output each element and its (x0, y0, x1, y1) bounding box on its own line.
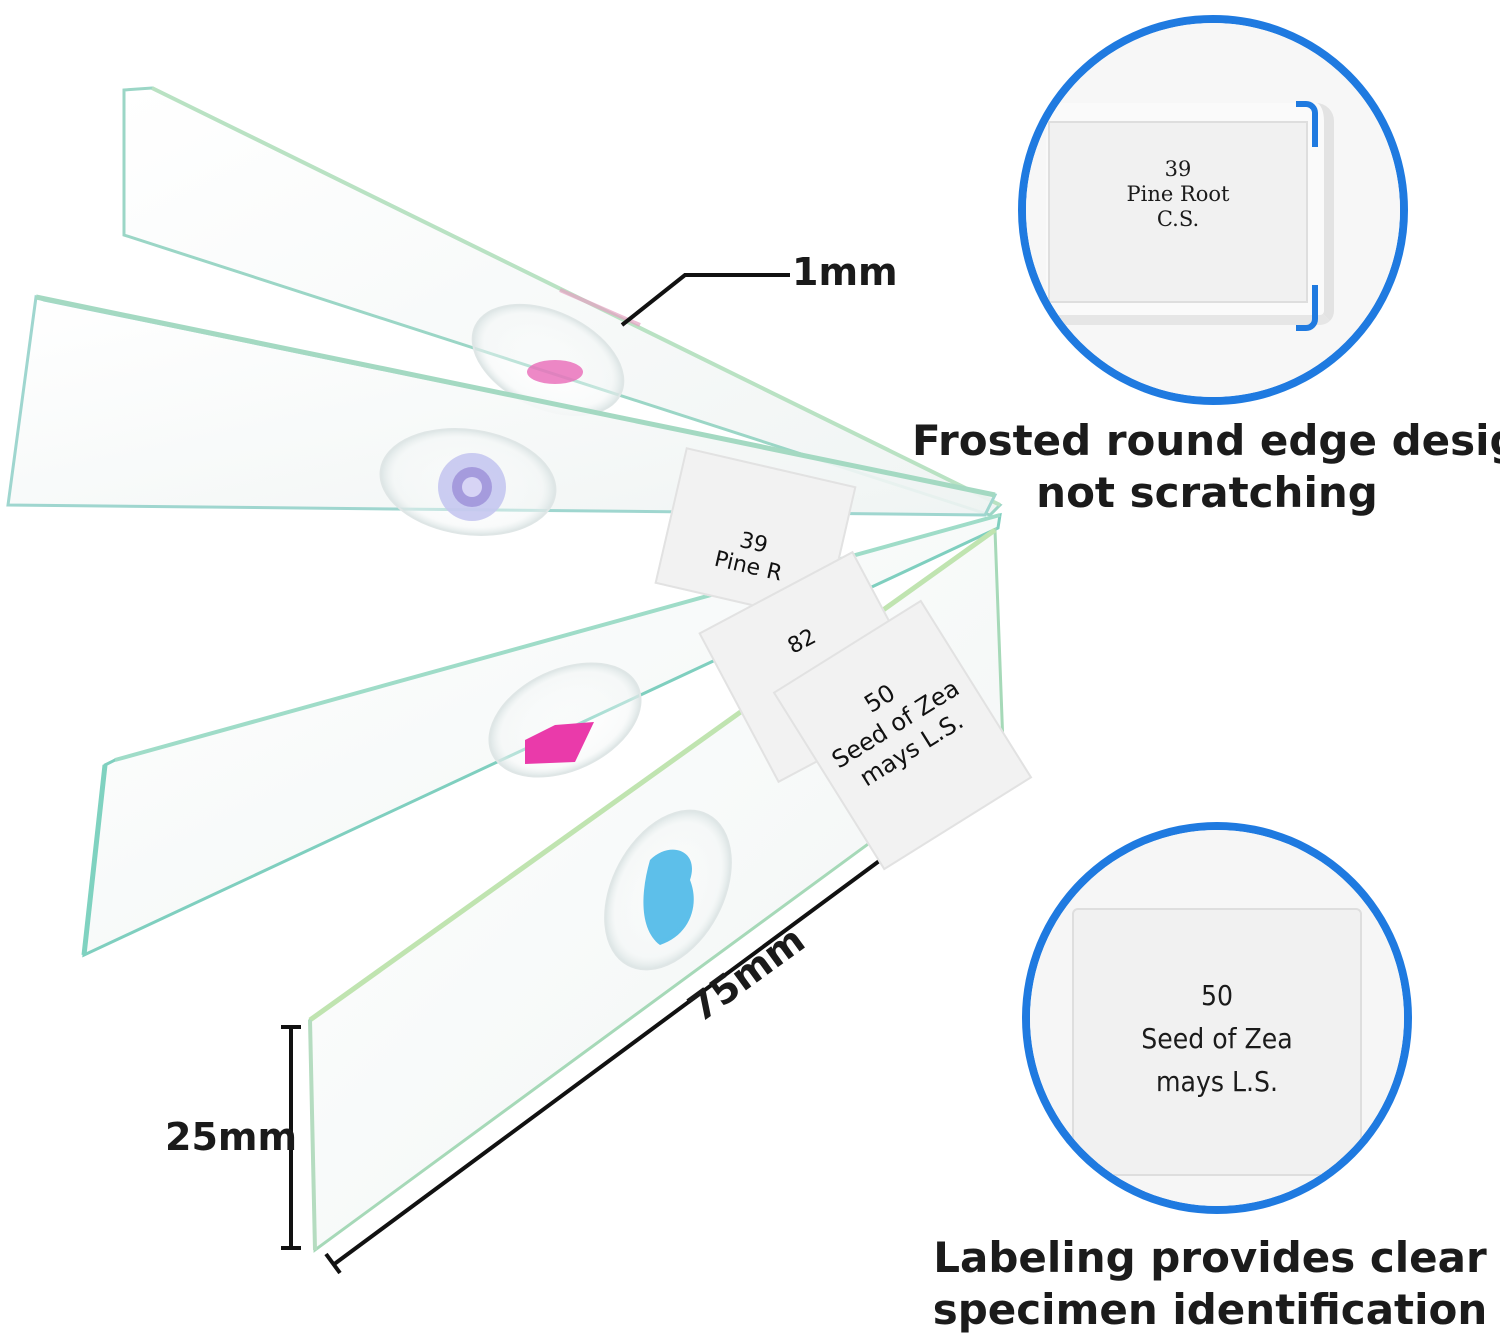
specimen-blue (643, 849, 694, 945)
zoom-circle-bottom: 50 Seed of Zea mays L.S. (1022, 822, 1412, 1214)
caption-top-line1: Frosted round edge design, (912, 416, 1500, 465)
slide-back-top (122, 86, 1003, 517)
zoom-bottom-label-card: 50 Seed of Zea mays L.S. (1072, 908, 1362, 1176)
zoom-bottom-line1: Seed of Zea (1141, 1022, 1293, 1055)
caption-top-line2: not scratching (1036, 468, 1378, 517)
zoom-top-name: Pine Root (1126, 182, 1230, 206)
specimen-pink (525, 722, 594, 764)
thickness-label: 1mm (792, 250, 898, 294)
zoom-bottom-number: 50 (1200, 979, 1234, 1012)
caption-bottom-line2: specimen identification (932, 1285, 1488, 1334)
slide-label-middle-number: 82 (783, 624, 821, 660)
caption-bottom-line1: Labeling provides clear (933, 1233, 1487, 1282)
specimen-pink-top (527, 360, 583, 384)
edge-highlight-bracket-top (1296, 101, 1318, 147)
zoom-top-label-card: 39 Pine Root C.S. (1048, 121, 1308, 303)
caption-top: Frosted round edge design, not scratchin… (912, 415, 1500, 519)
width-label: 25mm (165, 1115, 298, 1159)
caption-bottom: Labeling provides clear specimen identif… (930, 1232, 1490, 1336)
zoom-circle-top: 39 Pine Root C.S. (1018, 15, 1408, 405)
thickness-leader-line (620, 273, 790, 327)
zoom-top-suffix: C.S. (1156, 207, 1200, 231)
zoom-bottom-line2: mays L.S. (1155, 1065, 1279, 1098)
zoom-top-number: 39 (1164, 157, 1192, 181)
edge-highlight-bracket-bottom (1296, 285, 1318, 331)
